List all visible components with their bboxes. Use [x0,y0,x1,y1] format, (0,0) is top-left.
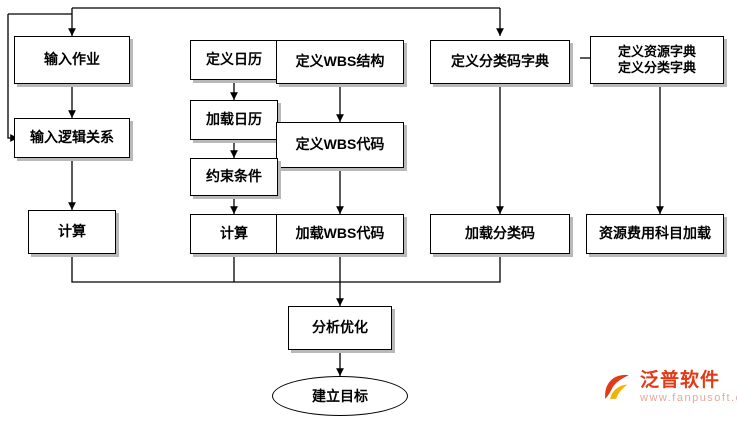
brand-name-cn: 泛普软件 [640,369,721,391]
node-calc-left[interactable]: 计算 [28,210,116,254]
node-define-resource-dictionary[interactable]: 定义资源字典 定义分类字典 [590,36,724,84]
node-load-code[interactable]: 加载分类码 [430,214,570,254]
brand-url: www.fanpusoft.com [640,391,737,404]
node-calc-mid[interactable]: 计算 [190,214,278,254]
fanpu-logo-icon [605,374,629,399]
node-load-resource-cost[interactable]: 资源费用科目加载 [586,214,724,254]
node-define-wbs-structure[interactable]: 定义WBS结构 [276,40,404,84]
node-load-calendar[interactable]: 加载日历 [190,100,278,140]
brand-watermark: 泛普软件 www.fanpusoft.com [600,370,737,404]
node-analyze-optimize[interactable]: 分析优化 [288,306,392,350]
brand-text: 泛普软件 www.fanpusoft.com [640,371,737,404]
node-define-calendar[interactable]: 定义日历 [190,40,278,80]
node-define-wbs-code[interactable]: 定义WBS代码 [276,122,404,168]
node-input-activity[interactable]: 输入作业 [14,36,130,84]
node-load-wbs-code[interactable]: 加载WBS代码 [276,214,404,254]
node-build-goal[interactable]: 建立目标 [272,376,408,416]
node-define-code-dictionary[interactable]: 定义分类码字典 [430,40,570,84]
edge-bottom-bus [71,254,501,283]
node-constraints[interactable]: 约束条件 [190,158,278,196]
node-input-logic-relations[interactable]: 输入逻辑关系 [14,118,130,158]
